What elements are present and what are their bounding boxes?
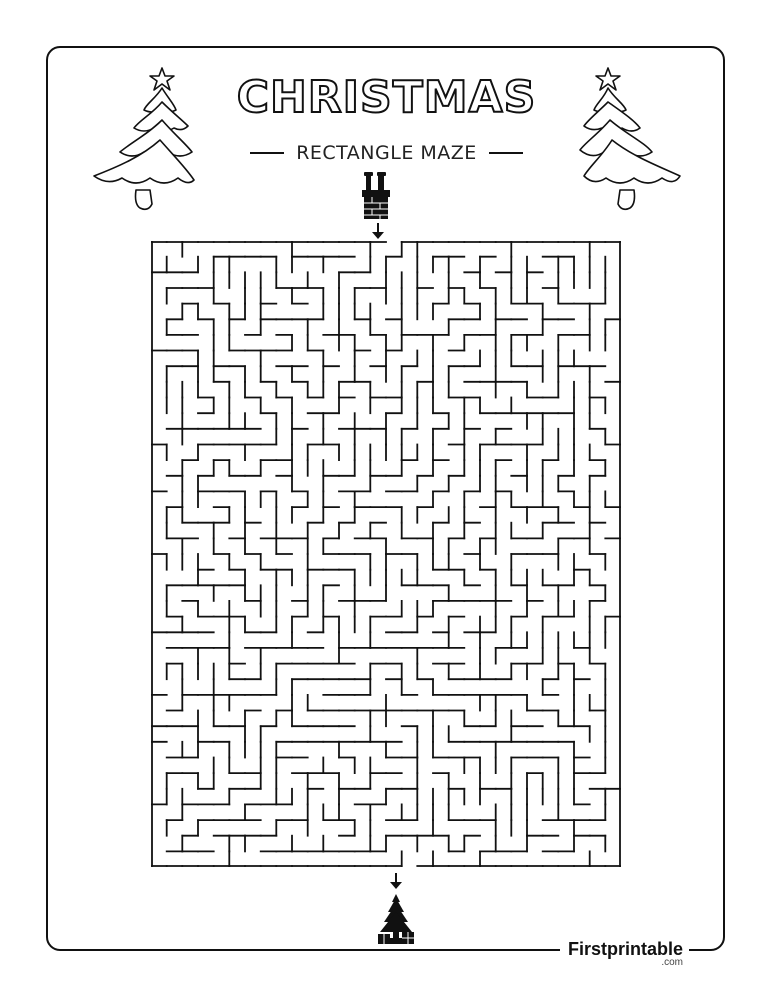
page-frame <box>46 46 725 951</box>
exit-arrow-icon <box>390 873 402 889</box>
brand-logo[interactable]: Firstprintable .com <box>560 938 690 968</box>
subtitle-row: RECTANGLE MAZE <box>0 140 773 166</box>
page-subtitle: RECTANGLE MAZE <box>296 142 477 164</box>
brand-domain: .com <box>661 957 684 968</box>
christmas-tree-icon <box>93 67 195 211</box>
entrance-arrow-icon <box>372 223 384 239</box>
page-title: CHRISTMAS <box>236 71 537 124</box>
maze-grid[interactable] <box>151 241 621 867</box>
subtitle-rule-right <box>488 152 523 154</box>
brand-name: Firstprintable <box>568 939 684 959</box>
christmas-tree-with-gifts-icon <box>378 894 414 944</box>
maze-walls <box>151 241 621 867</box>
christmas-tree-icon <box>579 67 681 211</box>
subtitle-rule-left <box>250 152 285 154</box>
santa-chimney-icon <box>362 172 390 219</box>
